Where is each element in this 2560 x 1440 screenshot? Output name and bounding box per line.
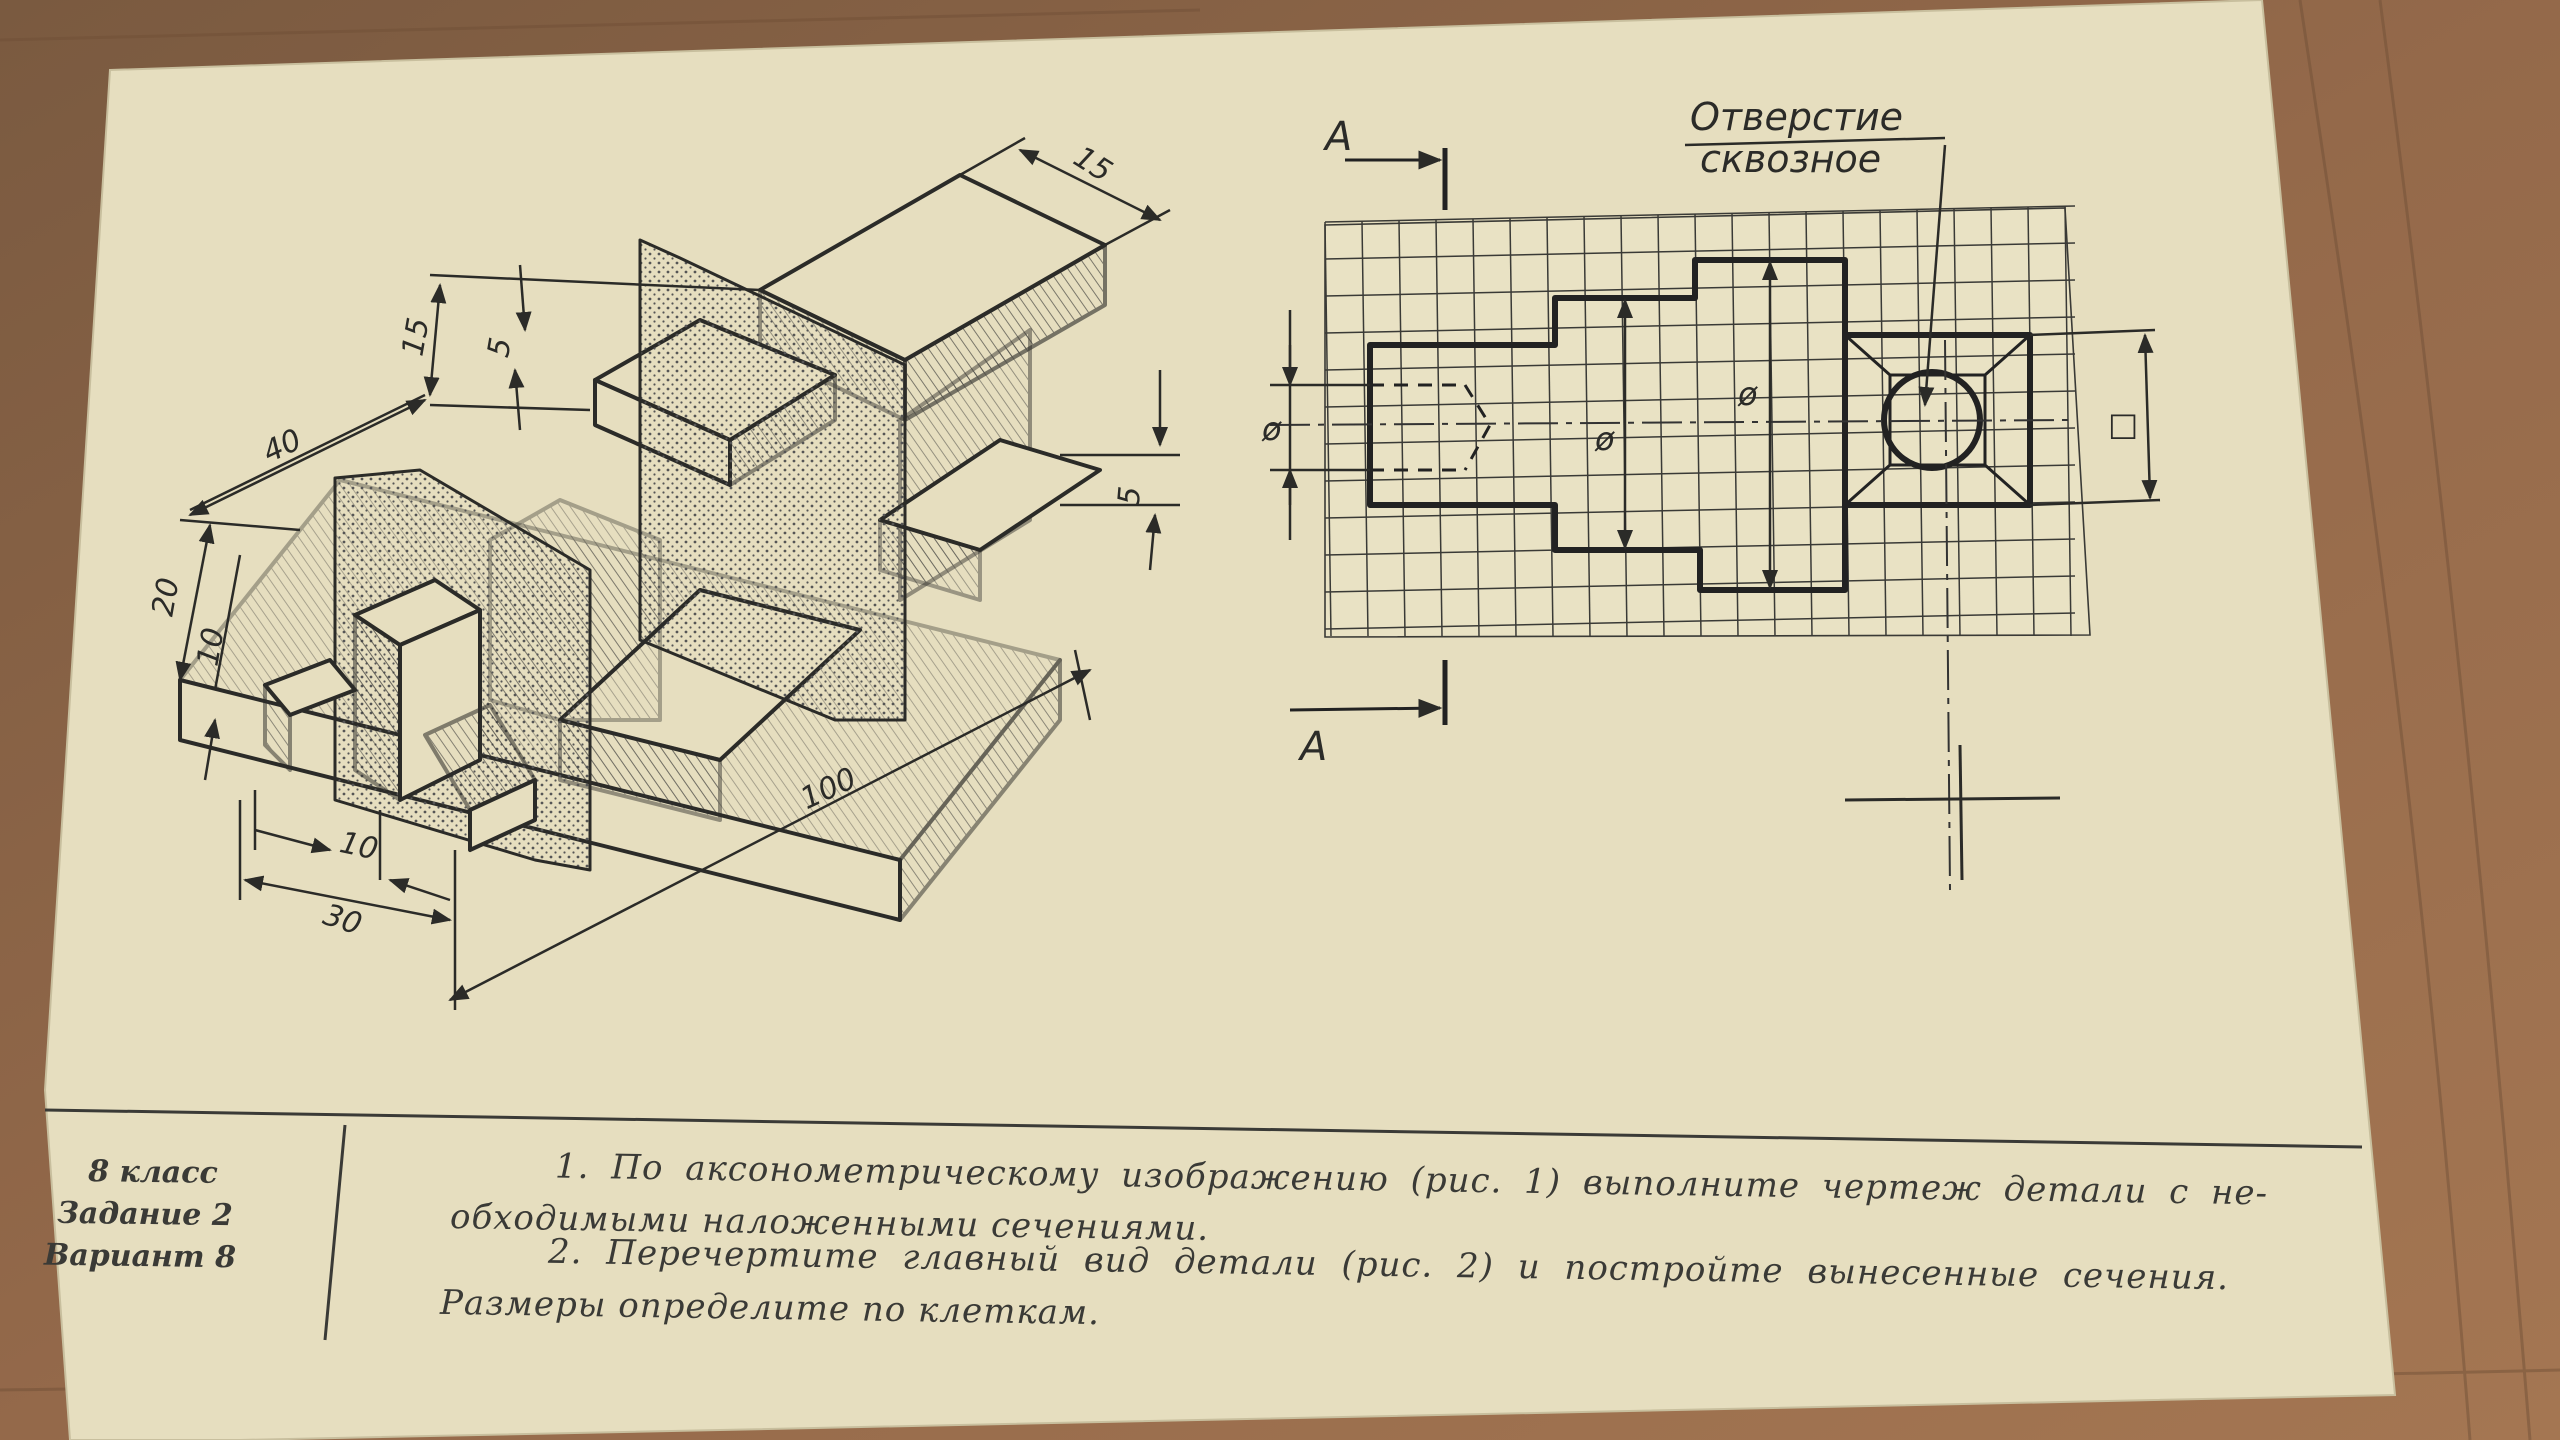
grid-line-vertical — [1731, 213, 1739, 637]
left-lug-front — [263, 683, 292, 772]
dim-15-left: 15 — [396, 315, 437, 359]
callout-text-line1: Отверстие — [1690, 95, 1903, 139]
square-symbol: □ — [2108, 405, 2138, 443]
diameter-large: ø — [1737, 375, 1758, 413]
grid-line-vertical — [1398, 220, 1406, 637]
dim-5-right: 5 — [1112, 485, 1149, 507]
grid-line-vertical — [1472, 218, 1480, 637]
grid-line-horizontal — [1324, 612, 2076, 630]
grid-line-vertical — [1324, 221, 1332, 637]
dim-10-bottom: 10 — [337, 825, 382, 867]
grid-line-vertical — [1916, 208, 1924, 637]
section-markers — [1289, 148, 1448, 725]
grid-line-vertical — [1657, 214, 1665, 637]
callout-text-line2: сквозное — [1700, 137, 1881, 181]
grid-line-vertical — [1805, 211, 1813, 637]
dim-20: 20 — [146, 575, 187, 619]
grid-line-vertical — [1990, 207, 1998, 637]
section-label-bottom: А — [1297, 724, 1327, 770]
grid-line-horizontal — [1324, 316, 2076, 334]
hidden-lines — [1370, 383, 1492, 472]
figure-1-dimension-lines — [175, 136, 1180, 1010]
figure-2-dimension-lines — [1270, 260, 2161, 590]
diameter-mid: ø — [1594, 420, 1615, 458]
task-2-line-2: Размеры определите по клеткам. — [439, 1282, 1101, 1334]
variant-label: Вариант 8 — [43, 1237, 237, 1276]
grid-line-vertical — [2064, 205, 2072, 637]
grid-line-vertical — [1583, 216, 1591, 637]
dim-10-left: 10 — [191, 625, 232, 669]
part-left-shaft — [1367, 257, 1848, 593]
grid-line-horizontal — [1324, 205, 2076, 223]
grade-label: 8 класс — [87, 1154, 219, 1191]
grid-line-vertical — [1435, 219, 1443, 637]
grid-line-horizontal — [1324, 390, 2076, 408]
diameter-small: ø — [1261, 410, 1282, 448]
grid-line-horizontal — [1324, 242, 2076, 260]
grid-line-vertical — [1509, 217, 1517, 637]
section-location-cross — [1844, 744, 2061, 881]
assignment-label: Задание 2 — [57, 1195, 233, 1234]
section-label-top: А — [1322, 114, 1352, 160]
footer-rules — [44, 1108, 2363, 1341]
grid-line-vertical — [1546, 217, 1554, 637]
grid-line-vertical — [1361, 221, 1369, 637]
grid-line-horizontal — [1324, 353, 2076, 371]
grid-line-horizontal — [1324, 279, 2076, 297]
callout-leader — [1684, 136, 1947, 407]
figure-2-labels: Отверстие сквозное А А ø ø ø □ — [1261, 95, 2138, 770]
right-flange-top — [878, 438, 1102, 552]
grid-line-horizontal — [1324, 427, 2076, 445]
grid-line-vertical — [1953, 208, 1961, 637]
